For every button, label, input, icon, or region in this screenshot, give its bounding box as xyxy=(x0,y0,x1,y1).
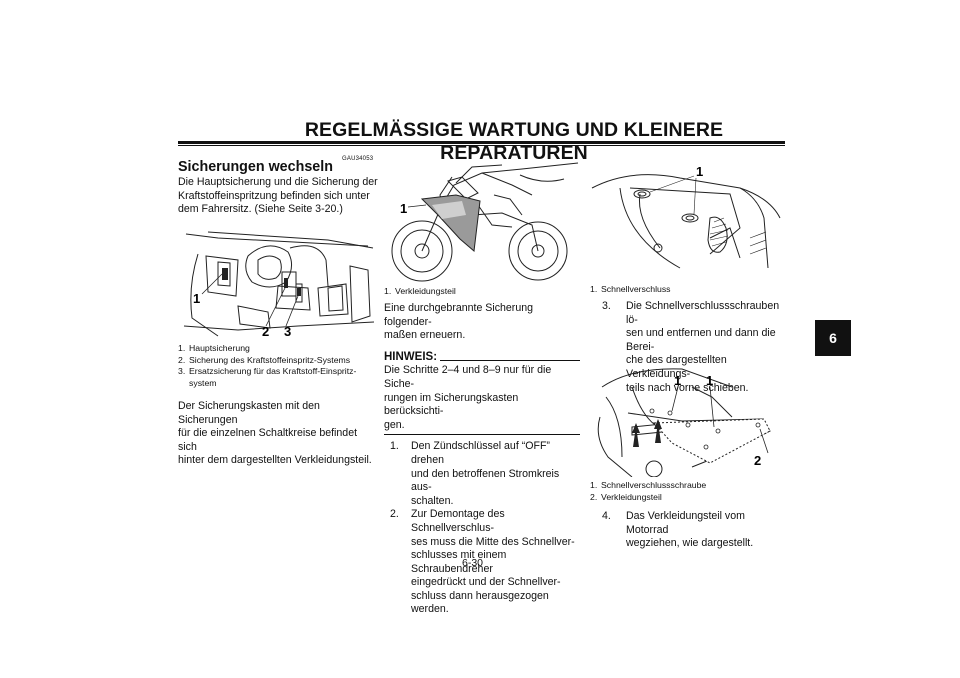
fig-label: 2 xyxy=(754,453,761,468)
step-item: 4. Das Verkleidungsteil vom Motorrad weg… xyxy=(602,510,754,550)
left-body-paragraph: Der Sicherungskasten mit den Sicherungen… xyxy=(178,400,372,467)
step-item: 2. Zur Demontage des Schnellverschlus- s… xyxy=(390,508,575,616)
header-rule-thick xyxy=(178,141,785,144)
fig-label: 1 xyxy=(696,164,703,179)
hinweis-heading: HINWEIS: xyxy=(384,351,580,365)
step-item: 1. Den Zündschlüssel auf “OFF” drehen un… xyxy=(390,440,560,507)
left-captions: 1.Hauptsicherung 2.Sicherung des Kraftst… xyxy=(178,343,378,389)
fig-label: 2 xyxy=(262,324,269,339)
middle-column: Eine durchgebrannte Sicherung folgender-… xyxy=(384,302,580,617)
page-header-title: REGELMÄSSIGE WARTUNG UND KLEINERE REPARA… xyxy=(304,119,724,164)
fairing-figure: 1 xyxy=(391,162,579,282)
right-step-3: 3. Die Schnellverschlussschrauben lö- se… xyxy=(590,300,786,395)
fig-label: 1 xyxy=(706,373,713,388)
right-step-4: 4. Das Verkleidungsteil vom Motorrad weg… xyxy=(590,510,786,551)
caption-item: 2.Verkleidungsteil xyxy=(590,491,662,502)
step-list: 1. Den Zündschlüssel auf “OFF” drehen un… xyxy=(384,440,580,617)
intro-paragraph: Eine durchgebrannte Sicherung folgender-… xyxy=(384,302,534,342)
right-captions-1: 1.Schnellverschluss xyxy=(590,284,786,296)
fig-label: 1 xyxy=(674,373,681,388)
fastener-figure: 1 xyxy=(591,164,781,269)
page-number: 6-30 xyxy=(462,557,484,569)
fig-label: 3 xyxy=(284,324,291,339)
step-item: 3. Die Schnellverschlussschrauben lö- se… xyxy=(602,300,780,394)
right-captions-2: 1.Schnellverschlussschraube 2.Verkleidun… xyxy=(590,480,786,503)
caption-item: 1.Hauptsicherung xyxy=(178,343,250,353)
hinweis-text: Die Schritte 2–4 und 8–9 nur für die Sic… xyxy=(384,364,552,431)
fig-label: 1 xyxy=(193,291,200,306)
fairing-screw-figure: 1 1 2 xyxy=(597,368,771,477)
caption-item: 3.Ersatzsicherung für das Kraftstoff-Ein… xyxy=(178,366,357,376)
chapter-tab[interactable]: 6 xyxy=(815,320,851,356)
header-rule-thin xyxy=(178,145,785,146)
caption-item: 1.Schnellverschlussschraube xyxy=(590,480,707,490)
caption-item: 2.Sicherung des Kraftstoffeinspritz-Syst… xyxy=(178,354,351,365)
middle-captions: 1.Verkleidungsteil xyxy=(384,286,579,298)
caption-item: 1.Schnellverschluss xyxy=(590,284,671,294)
left-column: Sicherungen wechseln Die Hauptsicherung … xyxy=(178,158,378,217)
section-code: GAU34053 xyxy=(342,156,374,162)
fig-label: 1 xyxy=(400,201,407,216)
intro-paragraph: Die Hauptsicherung und die Sicherung der… xyxy=(178,176,378,216)
fuse-figure: 1 2 3 xyxy=(183,231,374,339)
caption-item: system xyxy=(189,377,217,388)
hinweis-rule xyxy=(384,434,580,436)
section-heading: Sicherungen wechseln xyxy=(178,159,333,175)
caption-item: 1.Verkleidungsteil xyxy=(384,286,456,296)
